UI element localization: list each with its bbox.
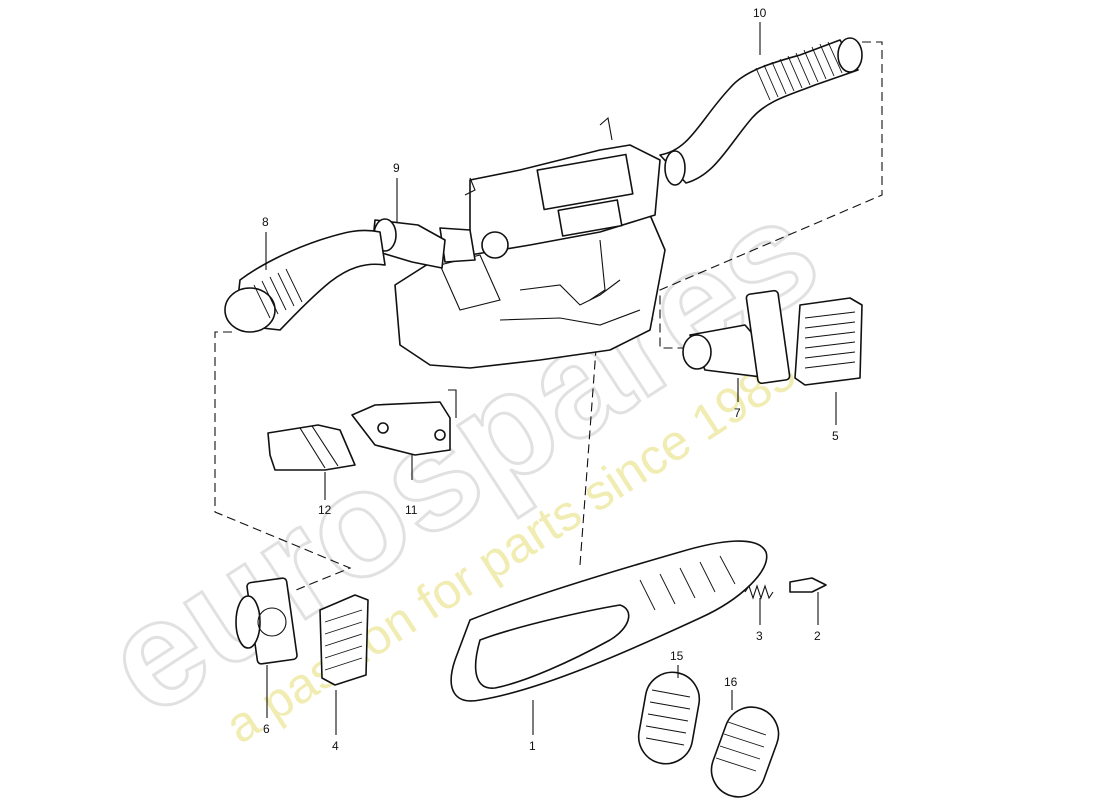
assembly-line-left [214, 331, 352, 591]
callout-10: 10 [753, 6, 767, 20]
part-2-knob [789, 577, 827, 593]
callout-1: 1 [529, 739, 536, 753]
callout-9: 9 [393, 161, 400, 175]
part-15-grille [637, 671, 701, 765]
leader-lines [265, 22, 837, 735]
part-6-vent [235, 577, 298, 665]
callout-16: 16 [724, 675, 738, 689]
part-4-vent-grille [319, 594, 369, 686]
assembly-line-right [659, 41, 883, 349]
callout-5: 5 [832, 429, 839, 443]
callouts: 10 9 8 7 5 11 12 6 4 1 3 2 15 16 [262, 6, 839, 753]
callout-15: 15 [670, 649, 684, 663]
heater-housing [394, 116, 666, 369]
part-16-grille [710, 706, 780, 798]
part-12-duct [267, 424, 356, 471]
part-8-left-hose [224, 229, 386, 333]
part-11-duct [351, 401, 451, 456]
callout-6: 6 [263, 722, 270, 736]
callout-12: 12 [318, 503, 332, 517]
part-3-spring [744, 584, 774, 600]
callout-3: 3 [756, 629, 763, 643]
callout-4: 4 [332, 739, 339, 753]
callout-11: 11 [405, 503, 418, 517]
part-1-vent-panel [450, 540, 768, 702]
callout-7: 7 [734, 406, 741, 420]
part-10-right-hose [659, 37, 863, 186]
callout-8: 8 [262, 215, 269, 229]
callout-2: 2 [814, 629, 821, 643]
part-7-vent-duct [682, 289, 791, 385]
part-5-vent-grille [794, 297, 863, 386]
